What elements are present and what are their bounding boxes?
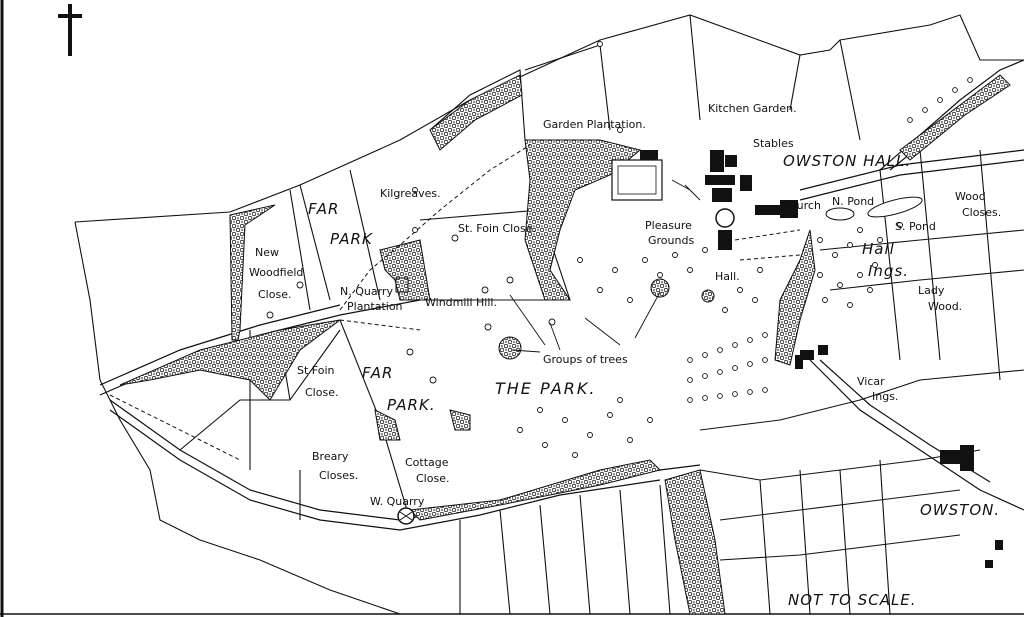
road-east — [799, 149, 1024, 201]
s-pond — [867, 196, 923, 218]
label-st-foin-close-bottom-1: St Foin — [297, 364, 335, 377]
label-n-quarry-1: N. Quarry — [340, 285, 393, 298]
label-kitchen-garden: Kitchen Garden. — [708, 102, 797, 115]
label-wood-closes-2: Closes. — [962, 206, 1001, 219]
label-cottage-close-2: Close. — [416, 472, 449, 485]
label-lady-wood-1: Lady — [918, 284, 945, 297]
w-quarry-hatch — [399, 511, 413, 521]
label-owston: OWSTON. — [920, 501, 1000, 519]
footpath-hall — [734, 229, 801, 261]
label-hall-ings-2: Ings. — [868, 262, 909, 280]
label-far-park-bottom-2: PARK. — [387, 396, 436, 414]
park-trees — [266, 41, 903, 458]
label-owston-hall: OWSTON HALL. — [783, 152, 911, 170]
label-far-park-top-1: FAR — [308, 200, 339, 218]
label-wood-closes-1: Wood — [955, 190, 986, 203]
label-new-woodfield-3: Close. — [258, 288, 291, 301]
label-new-woodfield-1: New — [255, 246, 279, 259]
tree-clumps — [498, 278, 715, 360]
label-windmill-hill: Windmill Hill. — [425, 296, 497, 309]
label-breary-closes-1: Breary — [312, 450, 349, 463]
label-hall: Hall. — [715, 270, 740, 283]
hall-carriage-circle — [715, 208, 735, 228]
label-st-foin-close-top: St. Foin Close. — [458, 222, 536, 235]
groups-of-trees-pointers — [509, 291, 661, 353]
label-far-park-bottom-1: FAR — [362, 364, 393, 382]
wood-south-strip — [408, 459, 661, 521]
label-cottage-close-1: Cottage — [405, 456, 449, 469]
n-quarry-marker — [395, 277, 409, 293]
wood-garden-plantation — [524, 139, 642, 301]
tree-avenues — [687, 77, 973, 403]
hall-buildings — [640, 150, 798, 250]
label-the-park: THE PARK. — [495, 379, 597, 398]
north-arrow-icon — [58, 4, 82, 56]
wood-road-strip — [119, 319, 341, 401]
label-pleasure-grounds-2: Grounds — [648, 234, 694, 247]
owston-buildings — [795, 345, 1003, 568]
label-pleasure-grounds-1: Pleasure — [645, 219, 692, 232]
footpath-west — [109, 394, 241, 461]
wood-hall-east — [774, 229, 816, 366]
label-groups-of-trees: Groups of trees — [543, 353, 628, 366]
estate-boundary — [74, 14, 1024, 223]
footpath-north — [339, 144, 531, 311]
wood-south-belt — [664, 469, 726, 615]
label-not-to-scale: NOT TO SCALE. — [788, 591, 917, 609]
wood-far-park-east — [449, 409, 471, 431]
n-pond — [825, 207, 855, 221]
label-st-foin-close-bottom-2: Close. — [305, 386, 338, 399]
wood-new-woodfield — [229, 204, 276, 341]
wood-northwest — [429, 74, 523, 151]
wood-ne-strip — [899, 74, 1011, 161]
label-kilgreaves: Kilgreaves. — [380, 187, 441, 200]
walled-garden-inner — [617, 165, 657, 195]
label-vicar-ings-1: Vicar — [857, 375, 885, 388]
label-far-park-top-2: PARK — [330, 230, 373, 248]
road-owston — [809, 359, 1024, 511]
wood-far-park-south — [374, 409, 401, 441]
pleasure-grounds-pointer — [671, 179, 701, 201]
field-boundary-left — [74, 221, 401, 615]
label-w-quarry: W. Quarry — [370, 495, 425, 508]
label-new-woodfield-2: Woodfield — [249, 266, 303, 279]
label-n-pond: N. Pond — [832, 195, 874, 208]
field-boundary-top — [429, 14, 861, 141]
walled-garden — [611, 159, 663, 201]
label-n-quarry-2: Plantation — [347, 300, 403, 313]
footpath-park — [339, 319, 421, 331]
label-hall-ings-1: Hall — [862, 240, 895, 258]
label-breary-closes-2: Closes. — [319, 469, 358, 482]
label-vicar-ings-2: Ings. — [872, 390, 898, 403]
label-stables: Stables — [753, 137, 794, 150]
label-s-pond: S. Pond — [895, 220, 936, 233]
wood-n-quarry — [379, 239, 431, 301]
label-garden-plantation: Garden Plantation. — [543, 118, 646, 131]
label-lady-wood-2: Wood. — [928, 300, 962, 313]
label-church: Church — [782, 199, 821, 212]
